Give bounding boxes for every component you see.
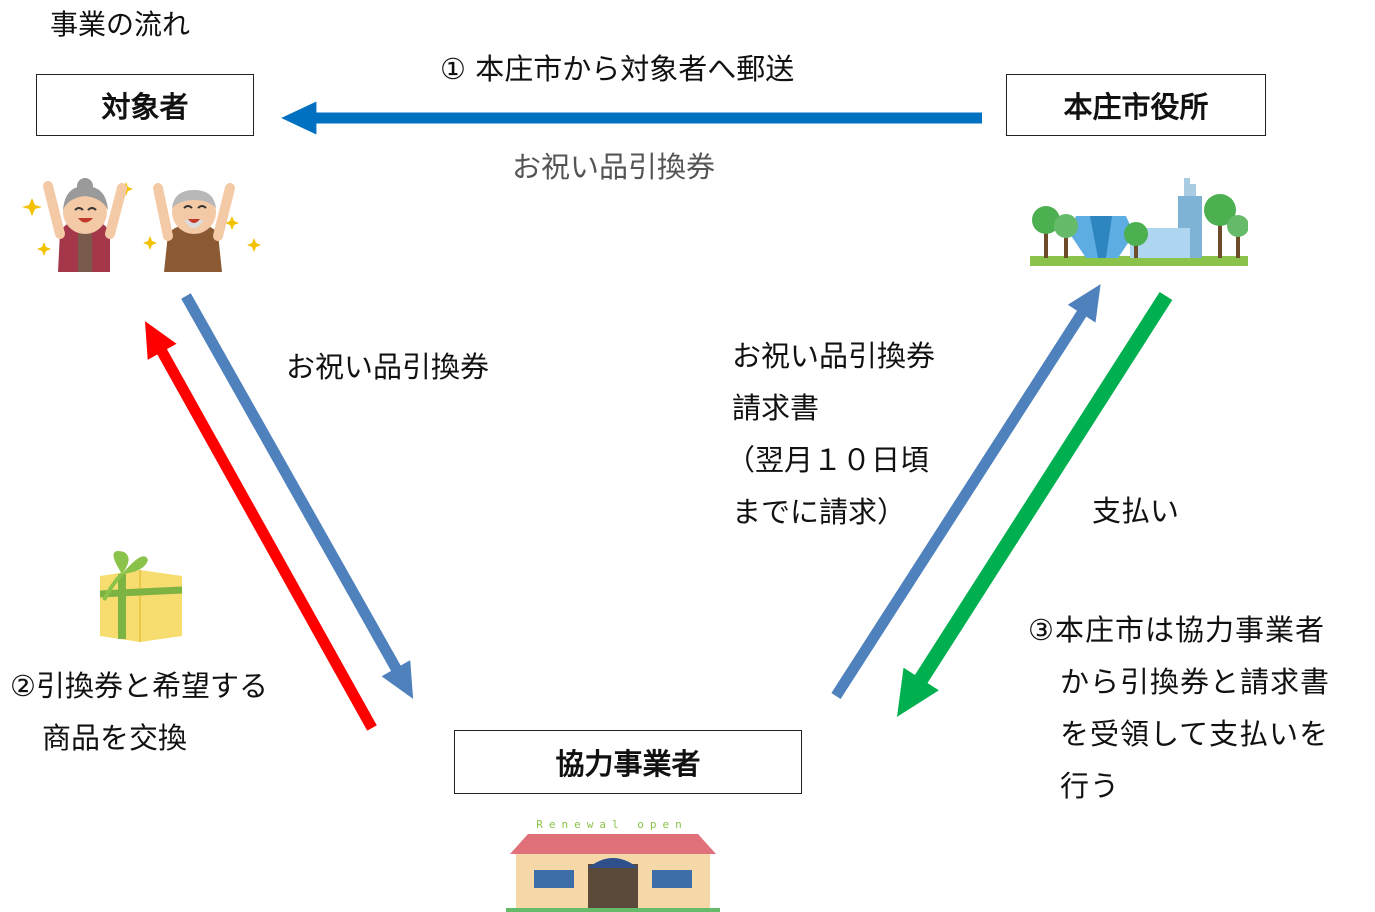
to-city-line-1: お祝い品引換券 (732, 339, 936, 373)
step1-label: ① 本庄市から対象者へ郵送 (440, 52, 795, 86)
step3-label: ③本庄市は協力事業者 から引換券と請求書 を受領して支払いを 行う (1028, 604, 1330, 812)
to-city-line-3: （翌月１０日頃 (726, 443, 930, 477)
step2-line-1: ②引換券と希望する (10, 669, 268, 703)
city-hall-box: 本庄市役所 (1006, 74, 1266, 136)
to-city-label: お祝い品引換券 請求書 （翌月１０日頃 までに請求） (726, 330, 936, 538)
step3-line-4: 行う (1060, 769, 1121, 803)
to-city-line-4: までに請求） (732, 495, 907, 529)
arrow-partner-to-city (831, 284, 1101, 699)
step3-line-3: を受領して支払いを (1060, 717, 1330, 751)
page-title: 事業の流れ (50, 8, 191, 41)
payment-label: 支払い (1092, 494, 1180, 528)
arrow-recipients-to-partner (181, 293, 414, 699)
elderly-couple-illustration (22, 178, 261, 272)
step3-line-2: から引換券と請求書 (1060, 665, 1331, 699)
shop-sign: Renewal open (536, 818, 687, 831)
recipients-box: 対象者 (36, 74, 254, 136)
partner-box: 協力事業者 (454, 730, 802, 794)
shop-illustration: Renewal open (506, 818, 720, 912)
arrow-partner-to-recipients (144, 321, 377, 731)
step1-item-label: お祝い品引換券 (512, 150, 716, 184)
to-partner-label: お祝い品引換券 (286, 350, 490, 384)
gift-box-illustration (99, 550, 183, 642)
step2-line-2: 商品を交換 (42, 721, 188, 755)
step2-label: ②引換券と希望する 商品を交換 (10, 660, 268, 764)
step3-line-1: ③本庄市は協力事業者 (1028, 613, 1325, 647)
city-hall-illustration (1030, 178, 1248, 266)
arrow-city-to-partner (896, 291, 1173, 717)
to-city-line-2: 請求書 (732, 391, 820, 425)
